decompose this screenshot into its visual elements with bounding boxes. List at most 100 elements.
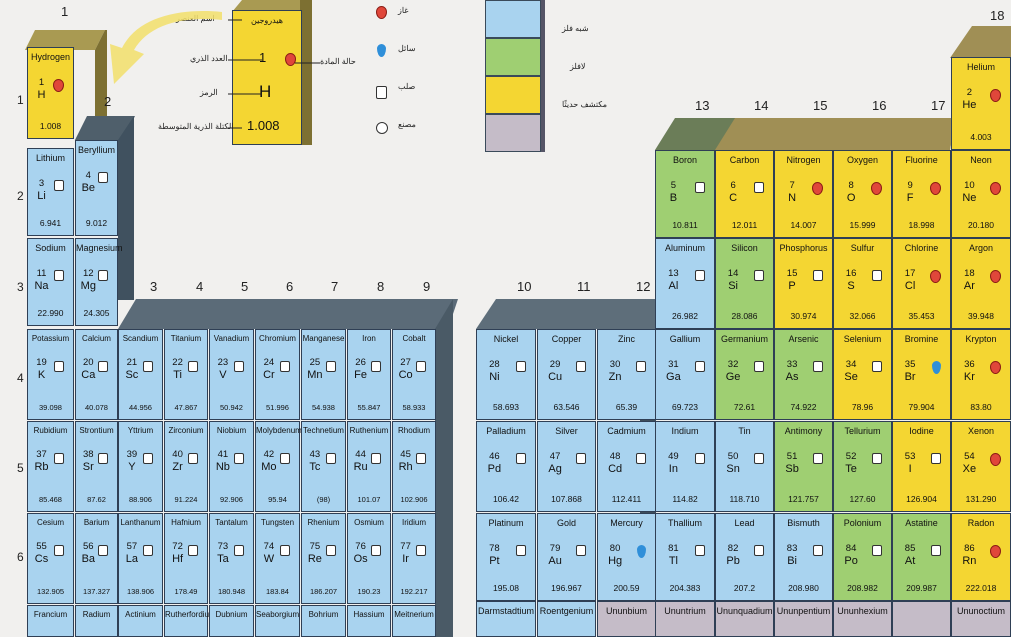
period-number-2: 2 bbox=[17, 189, 24, 203]
key-label-symbol: الرمز bbox=[200, 88, 218, 97]
atomic-mass: 1.008 bbox=[39, 121, 62, 132]
period-number-1: 1 bbox=[17, 93, 24, 107]
element-name: Polonium bbox=[843, 518, 882, 528]
gas-icon bbox=[812, 182, 823, 195]
atomic-mass: 192.217 bbox=[400, 587, 428, 597]
legend-liquid-icon bbox=[377, 44, 386, 57]
element-symbol: Sc bbox=[125, 369, 139, 381]
group-number-11: 11 bbox=[577, 279, 591, 294]
atomic-mass: 101.07 bbox=[357, 495, 381, 505]
class-legend bbox=[485, 0, 545, 152]
element-symbol: Sr bbox=[82, 461, 94, 473]
atomic-mass: 183.84 bbox=[266, 587, 289, 597]
shade-key-top bbox=[232, 0, 312, 12]
atomic-number: 86 bbox=[964, 543, 975, 554]
atomic-number: 53 bbox=[904, 451, 916, 462]
atomic-number: 27 bbox=[400, 357, 411, 368]
element-name: Seaborgium bbox=[256, 610, 300, 619]
element-name: Boron bbox=[672, 155, 698, 165]
atomic-mass: 50.942 bbox=[220, 403, 243, 413]
element-cell-ds: Darmstadtium bbox=[476, 601, 536, 637]
state-legend: غاز سائل صلب مصنع bbox=[372, 2, 432, 137]
key-label-mass: الكتلة الذرية المتوسطة bbox=[158, 122, 234, 131]
solid-icon bbox=[931, 545, 941, 556]
solid-icon bbox=[234, 453, 244, 464]
element-symbol: Os bbox=[353, 553, 368, 565]
key-symbol: H bbox=[259, 82, 272, 101]
solid-icon bbox=[326, 545, 336, 556]
element-name: Ruthenium bbox=[349, 426, 389, 435]
element-name: Sulfur bbox=[850, 243, 875, 253]
group-number-1: 1 bbox=[61, 4, 69, 19]
element-symbol: Zn bbox=[608, 371, 622, 383]
solid-icon bbox=[754, 545, 764, 556]
solid-icon bbox=[754, 453, 764, 464]
atomic-mass: 30.974 bbox=[790, 311, 817, 322]
key-label-state: حالة المادة bbox=[320, 57, 356, 66]
key-atomic-number: 1 bbox=[259, 50, 267, 65]
element-name: Iodine bbox=[909, 426, 934, 436]
atomic-number: 52 bbox=[845, 451, 857, 462]
atomic-number: 1 bbox=[38, 77, 45, 88]
shade-p-block-top-2 bbox=[715, 118, 955, 150]
atomic-mass: 74.922 bbox=[790, 402, 817, 413]
atomic-number: 38 bbox=[83, 449, 94, 460]
atomic-number: 36 bbox=[964, 359, 975, 370]
element-cell-uus bbox=[892, 601, 951, 637]
atomic-mass: 47.867 bbox=[174, 403, 198, 413]
element-cell-rf: Rutherfordium bbox=[164, 605, 216, 637]
atomic-number: 41 bbox=[217, 449, 229, 460]
shade-d-block-top bbox=[476, 299, 658, 329]
atomic-number: 55 bbox=[36, 541, 47, 552]
group-number-4: 4 bbox=[196, 279, 204, 294]
element-name: Lanthanum bbox=[120, 518, 161, 527]
atomic-mass: 180.948 bbox=[217, 587, 246, 597]
element-name: Chlorine bbox=[904, 243, 939, 253]
atomic-number: 49 bbox=[668, 451, 679, 462]
element-name: Mercury bbox=[610, 518, 643, 528]
element-symbol: Mn bbox=[307, 369, 323, 381]
atomic-mass: 83.80 bbox=[970, 402, 992, 413]
element-name: Darmstadtium bbox=[477, 606, 534, 616]
element-name: Xenon bbox=[967, 426, 995, 436]
atomic-number: 22 bbox=[172, 357, 183, 368]
element-name: Potassium bbox=[31, 334, 70, 343]
atomic-number: 21 bbox=[126, 357, 138, 368]
atomic-mass: 24.305 bbox=[83, 308, 110, 319]
element-symbol: He bbox=[962, 99, 977, 111]
key-element-box: هيدروجين 1 H 1.008 bbox=[232, 10, 302, 145]
element-symbol: Se bbox=[844, 371, 858, 383]
element-symbol: Rh bbox=[398, 461, 413, 473]
atomic-mass: 4.003 bbox=[970, 132, 992, 143]
atomic-number: 46 bbox=[489, 451, 500, 462]
element-symbol: Co bbox=[398, 369, 413, 381]
element-name: Ununhexium bbox=[837, 606, 888, 616]
element-cell-uuq: Ununquadium bbox=[715, 601, 774, 637]
element-name: Bohrium bbox=[308, 610, 339, 619]
solid-icon bbox=[326, 361, 336, 372]
element-name: Zinc bbox=[617, 334, 635, 344]
atomic-mass: 209.987 bbox=[906, 583, 937, 594]
atomic-mass: 58.693 bbox=[493, 402, 519, 413]
atomic-number: 40 bbox=[172, 449, 183, 460]
element-name: Fluorine bbox=[905, 155, 938, 165]
element-symbol: V bbox=[219, 369, 227, 381]
atomic-mass: 26.982 bbox=[672, 311, 698, 322]
legend-swatch-4 bbox=[485, 114, 541, 152]
element-symbol: Ag bbox=[548, 463, 562, 475]
element-cell-uup: Ununpentium bbox=[774, 601, 833, 637]
element-name: Yttrium bbox=[127, 426, 154, 435]
atomic-number: 17 bbox=[904, 268, 916, 279]
element-name: Hydrogen bbox=[30, 52, 71, 62]
atomic-number: 8 bbox=[848, 180, 854, 191]
